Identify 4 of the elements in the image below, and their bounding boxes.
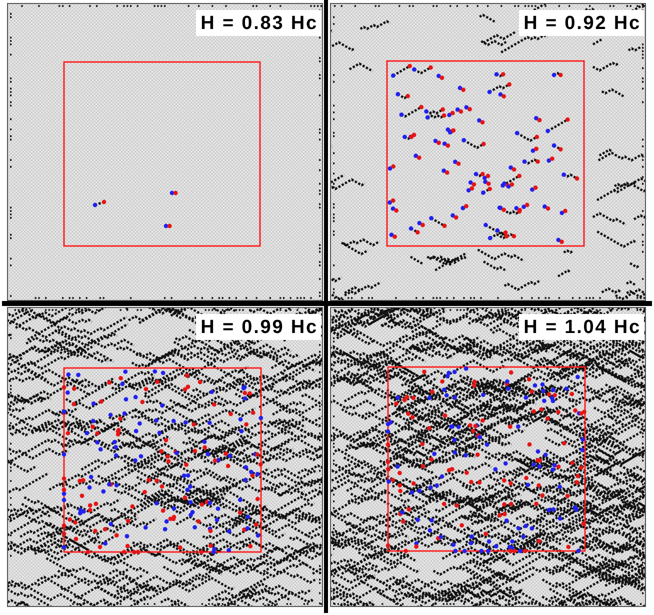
panel-title: H = 0.92 Hc [518,10,644,36]
panel-title: H = 1.04 Hc [518,314,644,340]
panel-title: H = 0.83 Hc [196,10,321,36]
panel-title: H = 0.99 Hc [196,314,321,340]
